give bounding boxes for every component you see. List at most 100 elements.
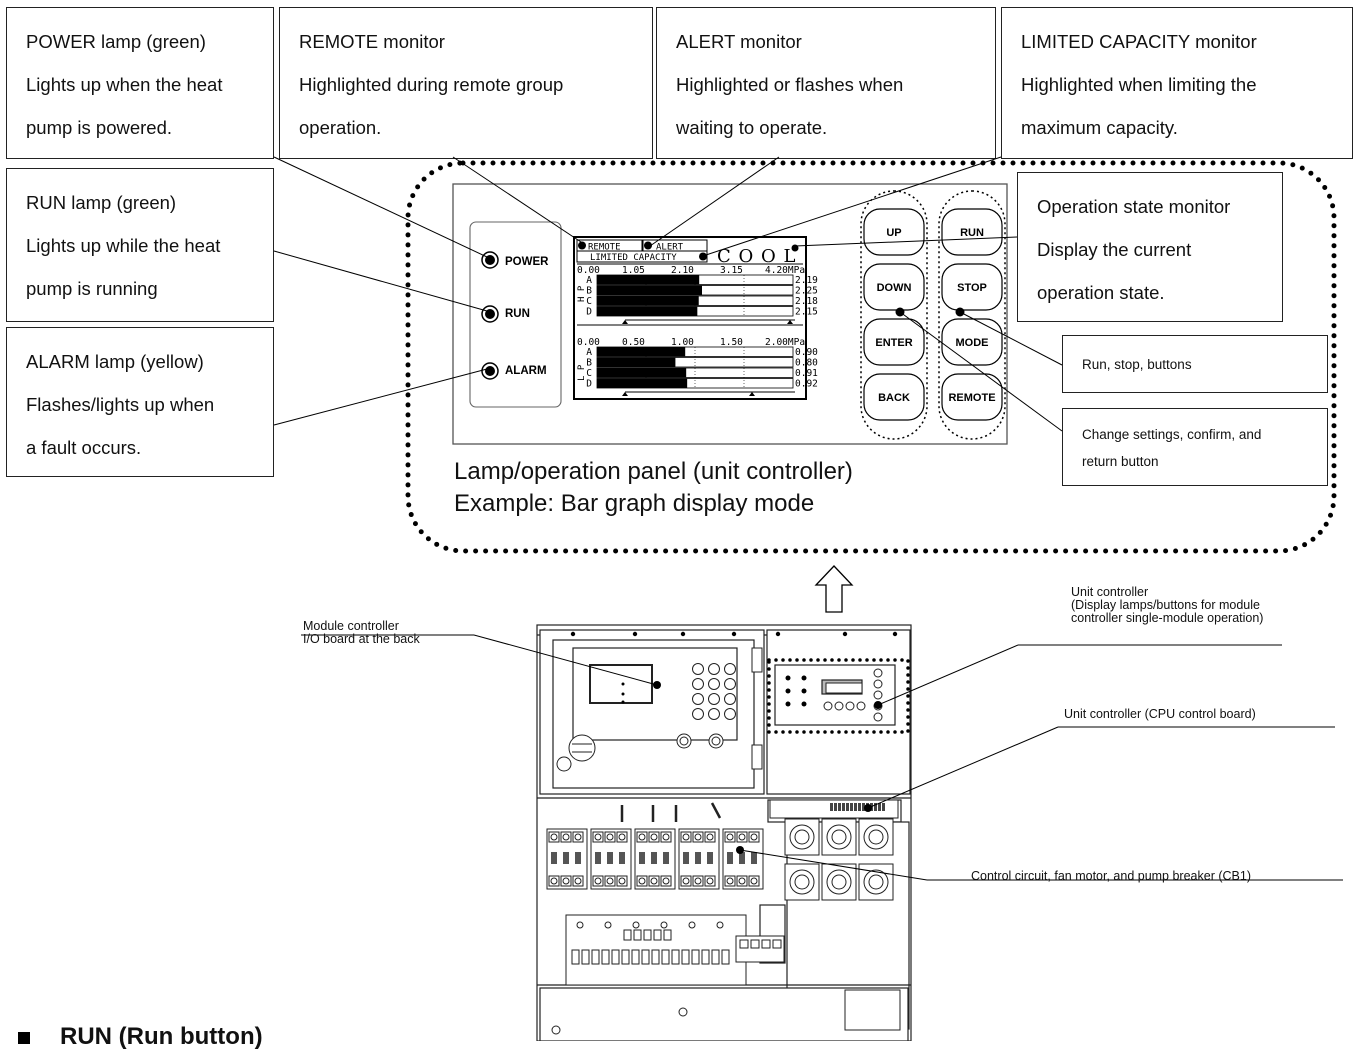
svg-text:MODE: MODE xyxy=(956,337,989,349)
unit-controller-text: Unit controller xyxy=(1071,585,1149,599)
lp-side-label: L P xyxy=(577,364,587,381)
callout-text: waiting to operate. xyxy=(676,117,828,138)
bar-value-label: 0.92 xyxy=(795,379,818,390)
alarm-lamp xyxy=(481,362,499,380)
svg-text:REMOTE: REMOTE xyxy=(948,392,995,404)
unit-controller-desc2: controller single-module operation) xyxy=(1071,611,1264,625)
callout-text: return button xyxy=(1082,454,1159,469)
right-button-column xyxy=(938,190,1006,440)
callout-title: Run, stop, buttons xyxy=(1082,357,1192,372)
callout-title: RUN lamp (green) xyxy=(26,192,177,213)
bar-row-label: C xyxy=(586,368,592,379)
panel-mode-button[interactable]: MODE xyxy=(941,318,1003,366)
bar-fill xyxy=(597,347,686,357)
scale-tick-label: 1.00 xyxy=(671,337,694,348)
bar-row-label: A xyxy=(586,347,592,358)
power-lamp-label: POWER xyxy=(505,256,549,268)
run-lamp xyxy=(481,305,499,323)
panel-caption: Lamp/operation panel (unit controller) E… xyxy=(454,456,853,520)
scale-tick-label: 0.00 xyxy=(577,265,600,276)
bar-fill xyxy=(597,357,676,367)
panel-remote-button[interactable]: REMOTE xyxy=(941,373,1003,421)
panel-up-button[interactable]: UP xyxy=(863,208,925,256)
callout-text: maximum capacity. xyxy=(1021,117,1178,138)
callout-text: Change settings, confirm, and xyxy=(1082,427,1262,442)
heading-bullet-icon xyxy=(18,1031,30,1044)
limited-capacity-text: LIMITED CAPACITY xyxy=(590,253,677,263)
unit-controller-label: Unit controller (Display lamps/buttons f… xyxy=(1071,586,1263,625)
remote-indicator-text: REMOTE xyxy=(588,243,621,253)
module-controller-label: Module controller I/O board at the back xyxy=(303,620,420,646)
unit-controller-desc1: (Display lamps/buttons for module xyxy=(1071,598,1260,612)
svg-text:UP: UP xyxy=(886,227,901,239)
bar-row-label: B xyxy=(586,358,592,369)
callout-text: Highlighted when limiting the xyxy=(1021,74,1257,95)
bar-row-label: A xyxy=(586,275,592,286)
scale-tick-label: 1.05 xyxy=(622,265,645,276)
bar-row-label: C xyxy=(586,296,592,307)
unit-details xyxy=(546,631,901,1035)
panel-back-button[interactable]: BACK xyxy=(863,373,925,421)
callout-text: pump is powered. xyxy=(26,117,173,138)
breaker-label: Control circuit, fan motor, and pump bre… xyxy=(971,869,1251,883)
panel-enter-button[interactable]: ENTER xyxy=(863,318,925,366)
callout-title: REMOTE monitor xyxy=(299,31,445,52)
run-lamp-label: RUN xyxy=(505,308,530,320)
scale-tick-label: 0.00 xyxy=(577,337,600,348)
callout-title: ALARM lamp (yellow) xyxy=(26,351,204,372)
bar-value-label: 0.90 xyxy=(795,347,818,358)
callout-title: LIMITED CAPACITY monitor xyxy=(1021,31,1257,52)
callout-text: operation state. xyxy=(1037,282,1165,303)
callout-remote-monitor: REMOTE monitor Highlighted during remote… xyxy=(279,7,653,159)
io-board-text: I/O board at the back xyxy=(303,632,420,646)
svg-text:BACK: BACK xyxy=(878,392,910,404)
callout-text: Display the current xyxy=(1037,239,1192,260)
cpu-board-label: Unit controller (CPU control board) xyxy=(1064,707,1256,721)
callout-text: Highlighted or flashes when xyxy=(676,74,904,95)
left-button-column xyxy=(860,190,928,440)
scale-tick-label: 3.15 xyxy=(720,265,743,276)
svg-text:RUN: RUN xyxy=(960,227,984,239)
heading-text: RUN (Run button) xyxy=(60,1023,263,1050)
bar-row-label: D xyxy=(586,307,592,318)
lcd-display: REMOTE ALERT LIMITED CAPACITY C O O L 0.… xyxy=(573,236,818,400)
leader-lines xyxy=(273,156,1063,432)
bar-fill xyxy=(597,296,699,306)
bar-value-label: 0.91 xyxy=(795,368,818,379)
bar-row-label: B xyxy=(586,286,592,297)
bar-fill xyxy=(597,285,702,295)
callout-text: Lights up while the heat xyxy=(26,235,221,256)
callout-alarm-lamp: ALARM lamp (yellow) Flashes/lights up wh… xyxy=(6,327,274,477)
operation-state-text: C O O L xyxy=(717,246,796,267)
panel-stop-button[interactable]: STOP xyxy=(941,263,1003,311)
up-arrow-icon xyxy=(814,565,854,613)
bar-fill xyxy=(597,306,698,316)
scale-tick-label: 0.50 xyxy=(622,337,645,348)
callout-text: pump is running xyxy=(26,278,158,299)
module-controller-text: Module controller xyxy=(303,619,399,633)
callout-operation-state: Operation state monitor Display the curr… xyxy=(1017,172,1283,322)
callout-power-lamp: POWER lamp (green) Lights up when the he… xyxy=(6,7,274,159)
bar-value-label: 0.80 xyxy=(795,358,818,369)
bar-value-label: 2.15 xyxy=(795,307,818,318)
callout-text: Flashes/lights up when xyxy=(26,394,215,415)
panel-down-button[interactable]: DOWN xyxy=(863,263,925,311)
bar-fill xyxy=(597,378,688,388)
callout-text: Highlighted during remote group xyxy=(299,74,564,95)
bar-fill xyxy=(597,368,687,378)
scale-tick-label: 2.00MPa xyxy=(765,337,805,348)
callout-change-settings: Change settings, confirm, and return but… xyxy=(1062,408,1328,486)
bar-value-label: 2.19 xyxy=(795,275,818,286)
callout-title: POWER lamp (green) xyxy=(26,31,206,52)
panel-run-button[interactable]: RUN xyxy=(941,208,1003,256)
panel-dotted-boundary xyxy=(405,160,1337,554)
section-heading: RUN (Run button) xyxy=(18,1023,263,1051)
bar-fill xyxy=(597,275,700,285)
alert-indicator-text: ALERT xyxy=(656,243,684,253)
callout-alert-monitor: ALERT monitor Highlighted or flashes whe… xyxy=(656,7,996,159)
callout-title: ALERT monitor xyxy=(676,31,802,52)
